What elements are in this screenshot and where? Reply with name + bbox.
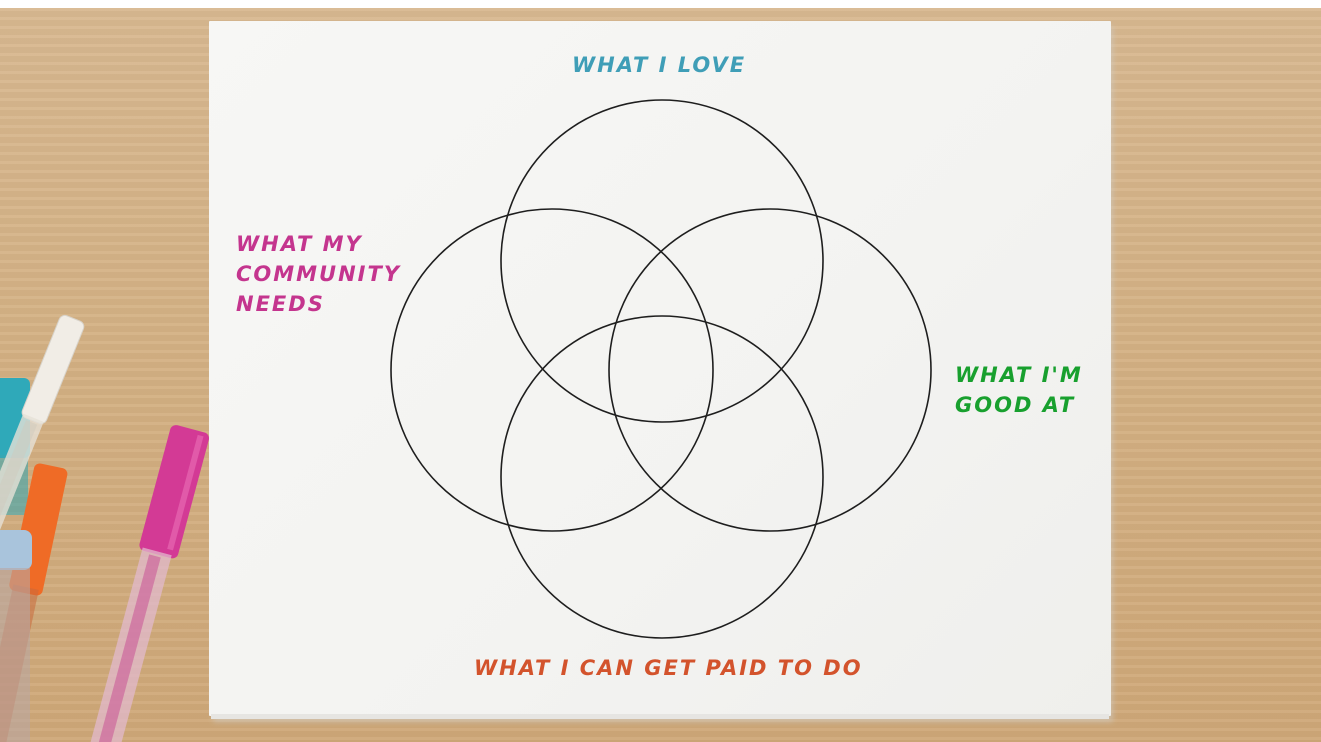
label-paid-to-do: WHAT I CAN GET PAID TO DO <box>474 653 863 683</box>
label-good-at: WHAT I'M GOOD AT <box>955 360 1083 420</box>
label-what-i-love: WHAT I LOVE <box>572 50 746 80</box>
circle-community-needs <box>391 209 713 531</box>
circle-good-at <box>609 209 931 531</box>
circle-paid-to-do <box>501 316 823 638</box>
light-blue-marker <box>0 530 32 742</box>
magenta-marker <box>84 424 210 742</box>
circle-what-i-love <box>501 100 823 422</box>
label-community-needs: WHAT MY COMMUNITY NEEDS <box>236 229 401 319</box>
pens-group <box>0 0 240 742</box>
